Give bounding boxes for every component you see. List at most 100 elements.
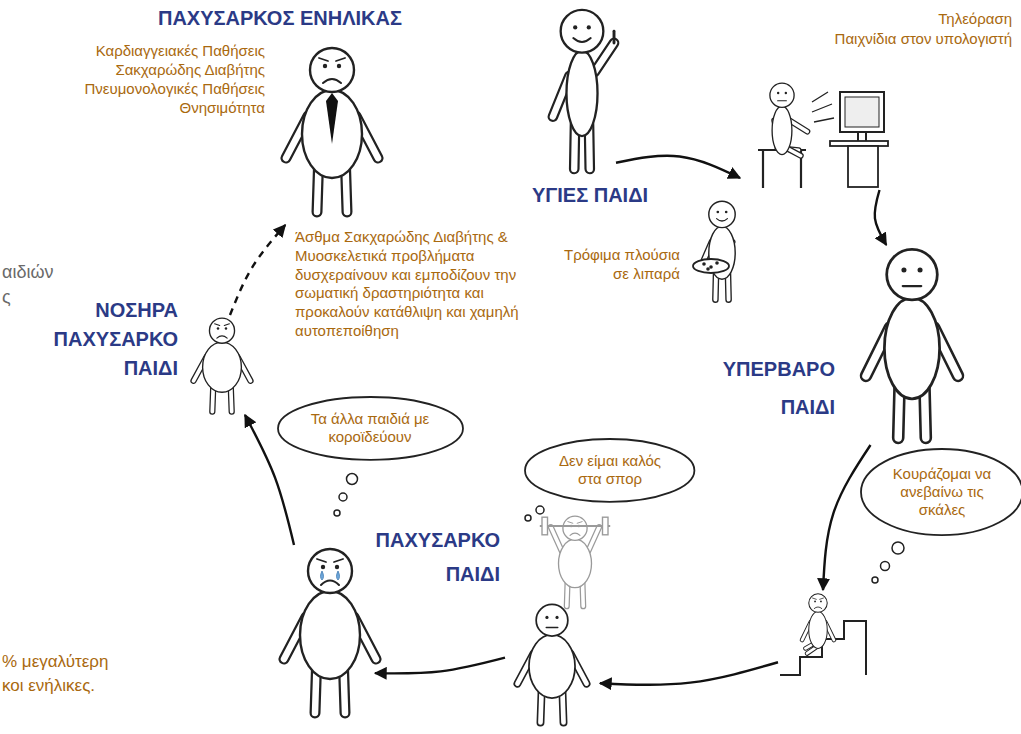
arm [588, 527, 599, 551]
note-text: Θνησιμότητα [55, 99, 265, 118]
cycle-arrow [230, 225, 285, 315]
body [203, 342, 242, 392]
bubble-ellipse [861, 449, 1021, 535]
mouth [570, 533, 580, 535]
stick-figure [770, 83, 807, 156]
eye [587, 25, 591, 29]
stage-label: ΥΓΙΕΣ ΠΑΙΔΙ [510, 183, 670, 207]
mouth [717, 219, 728, 221]
eye [555, 616, 558, 619]
cropped-text: κοι ενήλικες. [2, 676, 95, 696]
figure-node: ΥΠΕΡΒΑΡΟ ΠΑΙΔΙ [860, 245, 965, 445]
cycle-arrow [616, 156, 740, 178]
eye [777, 92, 779, 94]
monitor-stand [858, 132, 866, 141]
arm-outline [588, 527, 599, 551]
arm [551, 527, 562, 551]
cycle-arrow [823, 445, 871, 590]
mouth [217, 336, 227, 338]
thought-text: Τα άλλα παιδιά με κοροϊδεύουν [305, 410, 435, 446]
figure-node: ΥΓΙΕΣ ΠΑΙΔΙ [548, 8, 616, 180]
computer-tower [848, 146, 878, 187]
thought-bubble: Δεν είμαι καλός στα σπορ [551, 452, 669, 488]
eye [573, 25, 577, 29]
note-text: Τηλεόραση [812, 10, 1012, 29]
monitor [840, 92, 884, 132]
necktie [326, 93, 338, 144]
figure-node: Τα άλλα παιδιά με κοροϊδεύουν [285, 545, 375, 723]
eyebrows [215, 324, 230, 326]
eye [716, 211, 719, 214]
figure-node: ΠΑΧΥΣΑΡΚΟΣ ΕΝΗΛΙΚΑΣΚαρδιαγγειακές Παθήσε… [280, 45, 385, 225]
food-piece [706, 267, 710, 271]
mouth [778, 100, 787, 101]
stick-figure [286, 48, 378, 212]
cropped-text: ς [2, 287, 11, 308]
mouth [546, 627, 558, 628]
body [300, 591, 360, 679]
bubble-trail [536, 506, 544, 514]
note-text: Πνευμονολογικές Παθήσεις [55, 80, 265, 99]
eye [337, 64, 341, 68]
body [559, 539, 592, 587]
cropped-text: % μεγαλύτερη [2, 652, 108, 672]
eye [335, 565, 339, 569]
bubble-trail [339, 493, 347, 501]
eye [725, 211, 728, 214]
eye [545, 616, 548, 619]
head [770, 83, 794, 107]
head [887, 249, 938, 300]
barbell-plate [603, 517, 609, 535]
bubble-ellipse [278, 397, 463, 460]
figure-node: Δεν είμαι καλός στα σπορ [520, 508, 630, 613]
stage-label: ΥΠΕΡΒΑΡΟ ΠΑΙΔΙ [700, 350, 835, 426]
body [809, 611, 827, 648]
cycle-arrow [375, 658, 505, 674]
head [561, 10, 604, 53]
eye [820, 600, 822, 602]
stage-label: ΠΑΧΥΣΑΡΚΟ ΠΑΙΔΙ [370, 523, 500, 591]
stick-figure [704, 201, 735, 299]
eye [217, 327, 220, 330]
head [709, 201, 735, 227]
eyebrows [568, 522, 582, 524]
stage-label: ΠΑΧΥΣΑΡΚΟΣ ΕΝΗΛΙΚΑΣ [140, 6, 420, 30]
stick-figure [194, 318, 251, 411]
body [566, 51, 597, 136]
tear [321, 571, 324, 580]
stick-figure [802, 594, 834, 654]
stick-figure [517, 604, 586, 722]
bubble-trail [881, 562, 890, 571]
bubble-ellipse [525, 439, 694, 502]
note-text: Σακχαρώδης Διαβήτης [55, 61, 265, 80]
monitor-screen [845, 97, 879, 127]
thought-text: Κουράζομαι να ανεβαίνω τις σκάλες [886, 465, 998, 519]
head [563, 516, 587, 540]
food-piece [702, 262, 706, 266]
stick-figure [540, 516, 610, 606]
eye [814, 600, 816, 602]
cropped-text: αιδιών [2, 262, 53, 283]
bubble-trail [892, 542, 904, 554]
thought-bubble: Τα άλλα παιδιά με κοροϊδεύουν [305, 410, 435, 446]
eyebrows [319, 58, 345, 61]
stick-figure [553, 10, 614, 169]
mouth [321, 581, 339, 586]
eye [918, 267, 923, 272]
mouth [903, 285, 921, 287]
cycle-arrow [875, 190, 887, 245]
body [772, 106, 792, 154]
bubble-trail [347, 474, 358, 485]
thumb [613, 31, 616, 43]
eyebrows [317, 559, 343, 562]
action-lines [812, 92, 834, 122]
bubble-trail [525, 515, 531, 521]
bubble-trail [872, 577, 878, 583]
annotation-text: Άσθμα Σακχαρώδης Διαβήτης & Μυοσκελετικά… [295, 228, 550, 341]
mouth [814, 607, 822, 609]
eye [225, 327, 228, 330]
bubble-trail [334, 510, 340, 516]
food-piece [709, 265, 713, 269]
note-text: Τρόφιμα πλούσια σε λιπαρά [553, 246, 680, 284]
eye [785, 92, 787, 94]
